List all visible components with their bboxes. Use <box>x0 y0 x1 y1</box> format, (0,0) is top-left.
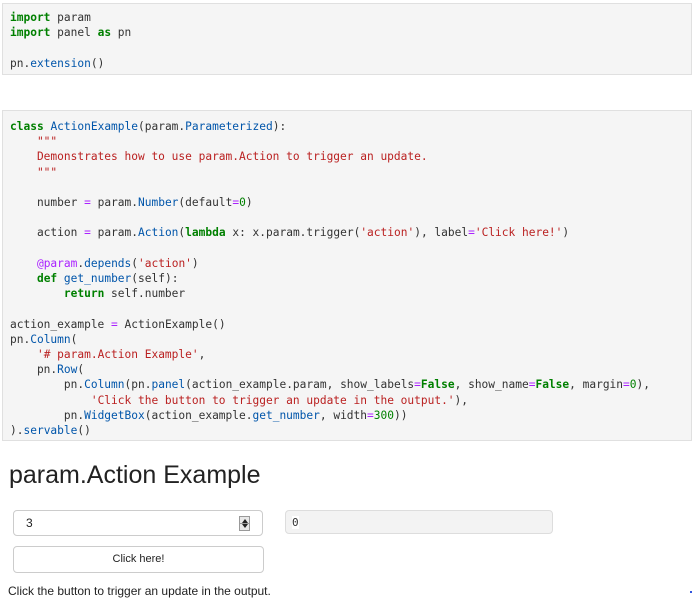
help-text: Click the button to trigger an update in… <box>8 584 271 598</box>
code-cell-imports[interactable]: import param import panel as pn pn.exten… <box>2 3 692 75</box>
spinner-divider <box>240 523 249 524</box>
status-dot <box>690 591 692 593</box>
number-input[interactable]: 3 <box>13 510 263 536</box>
spinner-arrows-icon[interactable] <box>239 516 250 531</box>
output-widget-box: 0 <box>285 510 553 534</box>
click-here-button[interactable]: Click here! <box>13 546 264 573</box>
code-block: class ActionExample(param.Parameterized)… <box>10 120 651 438</box>
page-title: param.Action Example <box>9 461 261 489</box>
number-input-value[interactable]: 3 <box>26 516 33 530</box>
spinner-up-icon[interactable] <box>242 519 248 523</box>
code-cell-action-example[interactable]: class ActionExample(param.Parameterized)… <box>2 110 692 441</box>
spinner-down-icon[interactable] <box>242 524 248 528</box>
code-block: import param import panel as pn pn.exten… <box>10 11 132 70</box>
output-value: 0 <box>292 516 299 529</box>
